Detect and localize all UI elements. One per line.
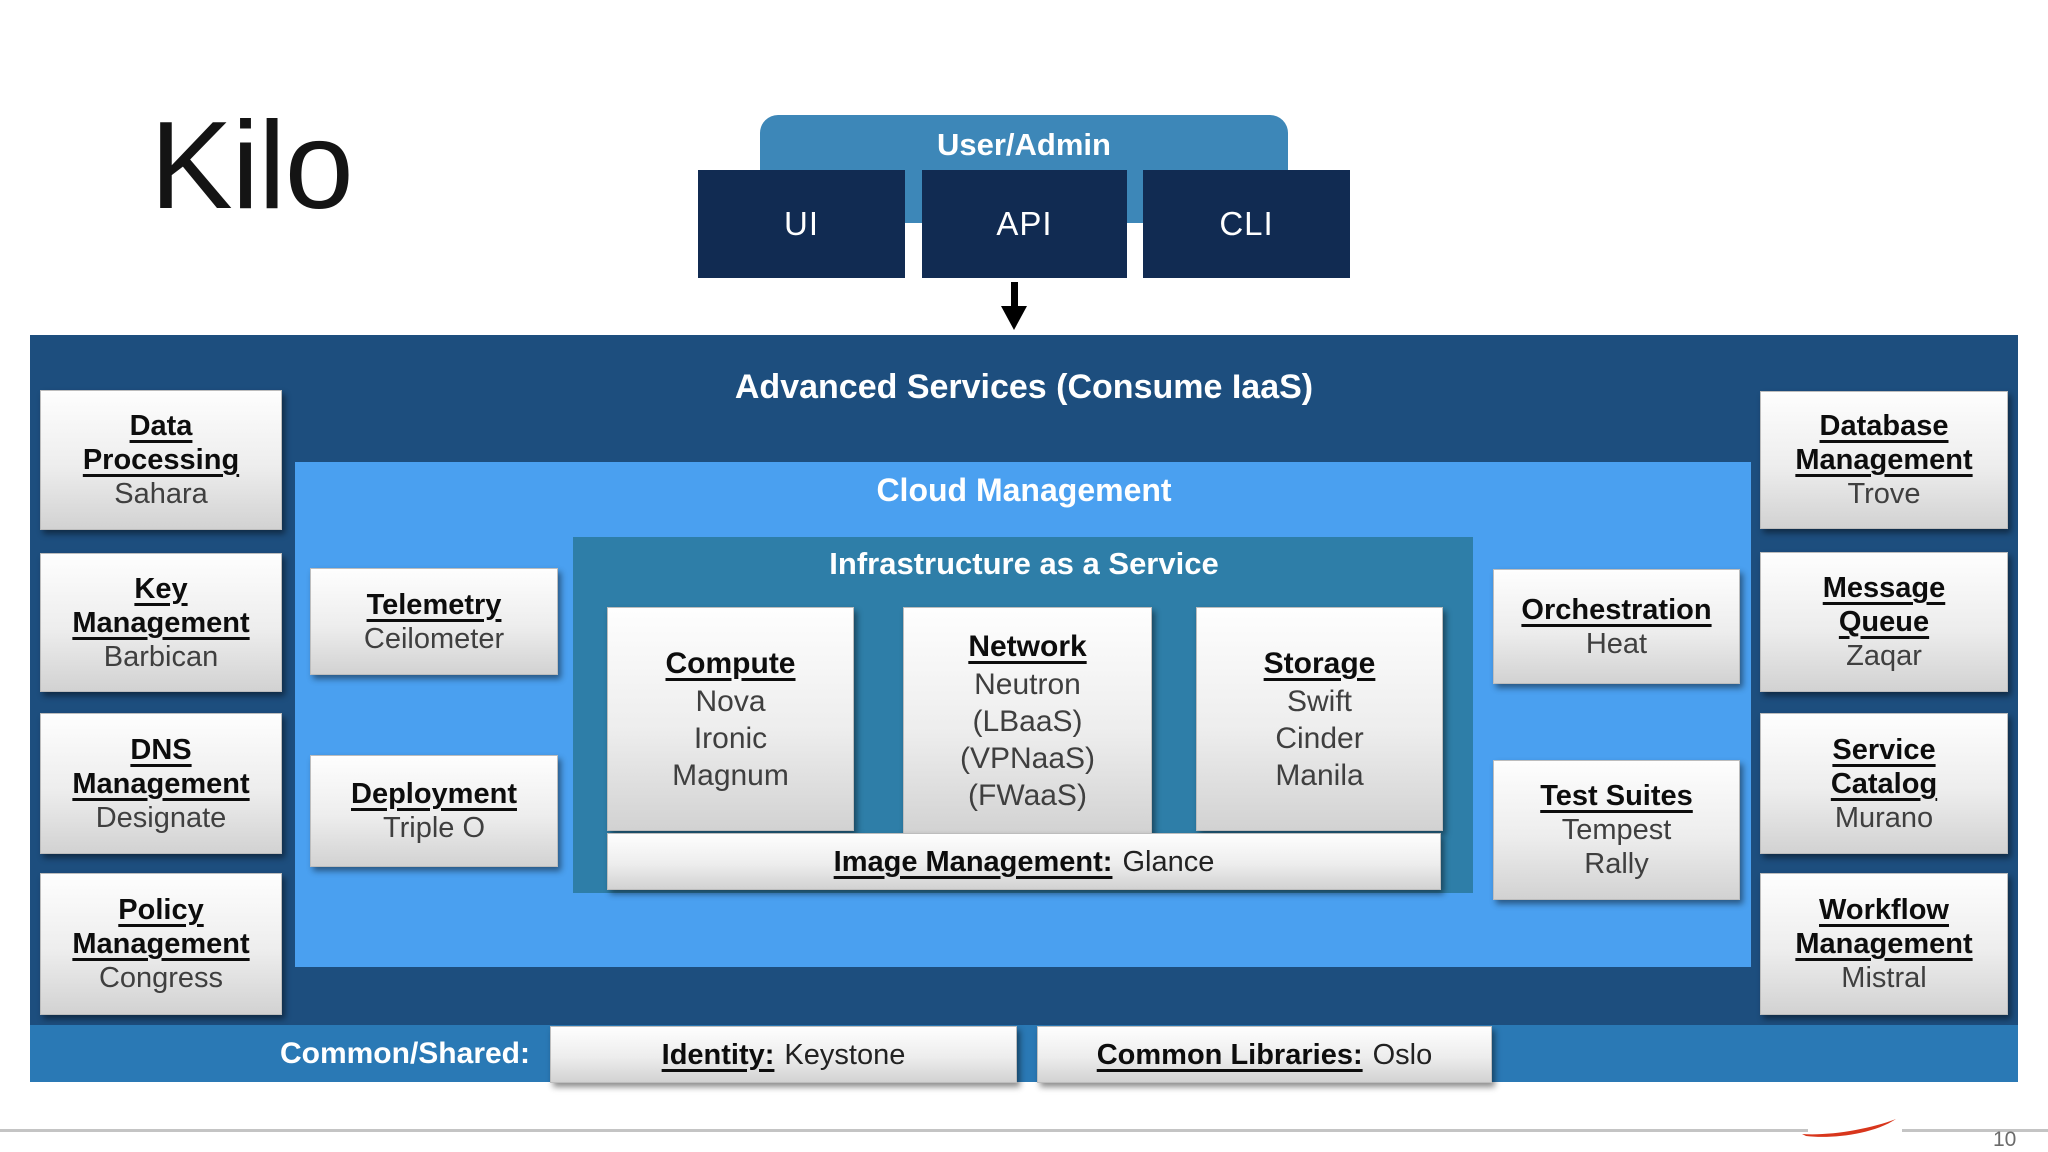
iaas-title: Infrastructure as a Service	[829, 546, 1219, 581]
service-subtext: Rally	[1584, 848, 1649, 880]
iaas-item: (FWaaS)	[968, 779, 1087, 812]
image-management-label: Image Management:	[833, 845, 1113, 878]
slide-title: Kilo	[150, 97, 354, 235]
iaas-item: Swift	[1286, 684, 1352, 718]
service-subtext: Sahara	[114, 478, 208, 510]
service-box-message-queue: Message Queue Zaqar	[1760, 552, 2008, 692]
common-libraries-value: Oslo	[1372, 1038, 1433, 1071]
service-heading: Processing	[82, 444, 240, 476]
iaas-item: (VPNaaS)	[959, 742, 1096, 775]
service-box-key-management: Key Management Barbican	[40, 553, 282, 692]
service-heading: Test Suites	[1540, 780, 1693, 812]
service-heading: DNS	[130, 733, 192, 766]
page-number: 10	[1993, 1128, 2017, 1151]
footer-divider	[0, 1129, 1808, 1132]
service-heading: Orchestration	[1521, 593, 1712, 626]
service-box-data-processing: Data Processing Sahara	[40, 390, 282, 530]
service-box-workflow-management: Workflow Management Mistral	[1760, 873, 2008, 1015]
image-management-value: Glance	[1122, 845, 1215, 878]
service-box-telemetry: Telemetry Ceilometer	[310, 568, 558, 675]
service-box-database-management: Database Management Trove	[1760, 391, 2008, 529]
identity-value: Keystone	[784, 1038, 906, 1071]
service-box-orchestration: Orchestration Heat	[1493, 569, 1740, 684]
identity-box: Identity: Keystone	[550, 1026, 1017, 1083]
iaas-item: Magnum	[672, 758, 789, 792]
advanced-services-title: Advanced Services (Consume IaaS)	[734, 368, 1314, 406]
iaas-item: Cinder	[1275, 721, 1364, 755]
service-heading: Key	[134, 572, 188, 605]
service-heading: Telemetry	[366, 588, 502, 621]
iaas-item: Neutron	[974, 668, 1081, 701]
service-heading: Data	[129, 410, 193, 442]
service-box-service-catalog: Service Catalog Murano	[1760, 713, 2008, 854]
service-box-deployment: Deployment Triple O	[310, 755, 558, 867]
iaas-box-storage: Storage Swift Cinder Manila	[1196, 607, 1443, 831]
service-heading: Deployment	[351, 778, 517, 810]
service-subtext: Zaqar	[1846, 640, 1922, 672]
service-box-dns-management: DNS Management Designate	[40, 713, 282, 854]
service-subtext: Triple O	[382, 812, 486, 844]
access-box-api: API	[922, 170, 1127, 278]
logo-swoosh-icon	[1802, 1119, 1896, 1137]
service-heading: Workflow	[1819, 894, 1949, 926]
iaas-box-compute: Compute Nova Ironic Magnum	[607, 607, 854, 831]
service-heading: Queue	[1838, 606, 1930, 638]
common-libraries-label: Common Libraries:	[1096, 1038, 1363, 1071]
service-heading: Message	[1822, 572, 1946, 604]
footer-divider	[1902, 1129, 2048, 1132]
iaas-heading: Storage	[1263, 646, 1376, 680]
iaas-item: Manila	[1275, 758, 1364, 792]
iaas-box-network: Network Neutron (LBaaS) (VPNaaS) (FWaaS)	[903, 607, 1152, 835]
service-heading: Management	[1795, 444, 1973, 476]
service-subtext: Murano	[1834, 801, 1934, 834]
iaas-heading: Compute	[665, 646, 796, 680]
access-box-cli: CLI	[1143, 170, 1350, 278]
iaas-heading: Network	[968, 630, 1087, 663]
service-heading: Service	[1832, 733, 1936, 766]
identity-label: Identity:	[661, 1038, 775, 1071]
service-subtext: Designate	[95, 801, 227, 834]
access-box-api-label: API	[996, 205, 1053, 242]
access-box-ui-label: UI	[784, 205, 819, 242]
common-shared-label: Common/Shared:	[279, 1037, 530, 1070]
service-heading: Management	[72, 606, 250, 639]
service-subtext: Congress	[98, 962, 224, 994]
cloud-management-title: Cloud Management	[876, 472, 1172, 508]
service-subtext: Ceilometer	[363, 622, 505, 655]
access-box-ui: UI	[698, 170, 905, 278]
service-subtext: Tempest	[1561, 814, 1672, 846]
iaas-item: Nova	[695, 684, 766, 718]
common-libraries-box: Common Libraries: Oslo	[1037, 1026, 1492, 1083]
image-management-box: Image Management: Glance	[607, 833, 1441, 890]
iaas-item: Ironic	[693, 721, 768, 755]
service-box-policy-management: Policy Management Congress	[40, 873, 282, 1015]
user-admin-label: User/Admin	[937, 127, 1111, 162]
service-heading: Policy	[118, 894, 204, 926]
service-heading: Management	[72, 767, 250, 800]
access-box-cli-label: CLI	[1219, 205, 1274, 242]
down-arrow-icon	[1011, 282, 1018, 308]
service-subtext: Barbican	[103, 640, 219, 673]
down-arrow-icon	[1001, 306, 1027, 330]
service-box-test-suites: Test Suites Tempest Rally	[1493, 760, 1740, 900]
service-subtext: Mistral	[1841, 962, 1927, 994]
service-heading: Management	[72, 928, 250, 960]
service-subtext: Trove	[1847, 478, 1921, 510]
service-heading: Management	[1795, 928, 1973, 960]
common-shared-bar	[30, 1025, 2018, 1082]
service-subtext: Heat	[1585, 627, 1648, 660]
service-heading: Catalog	[1830, 767, 1938, 800]
iaas-item: (LBaaS)	[972, 705, 1083, 738]
service-heading: Database	[1819, 410, 1949, 442]
